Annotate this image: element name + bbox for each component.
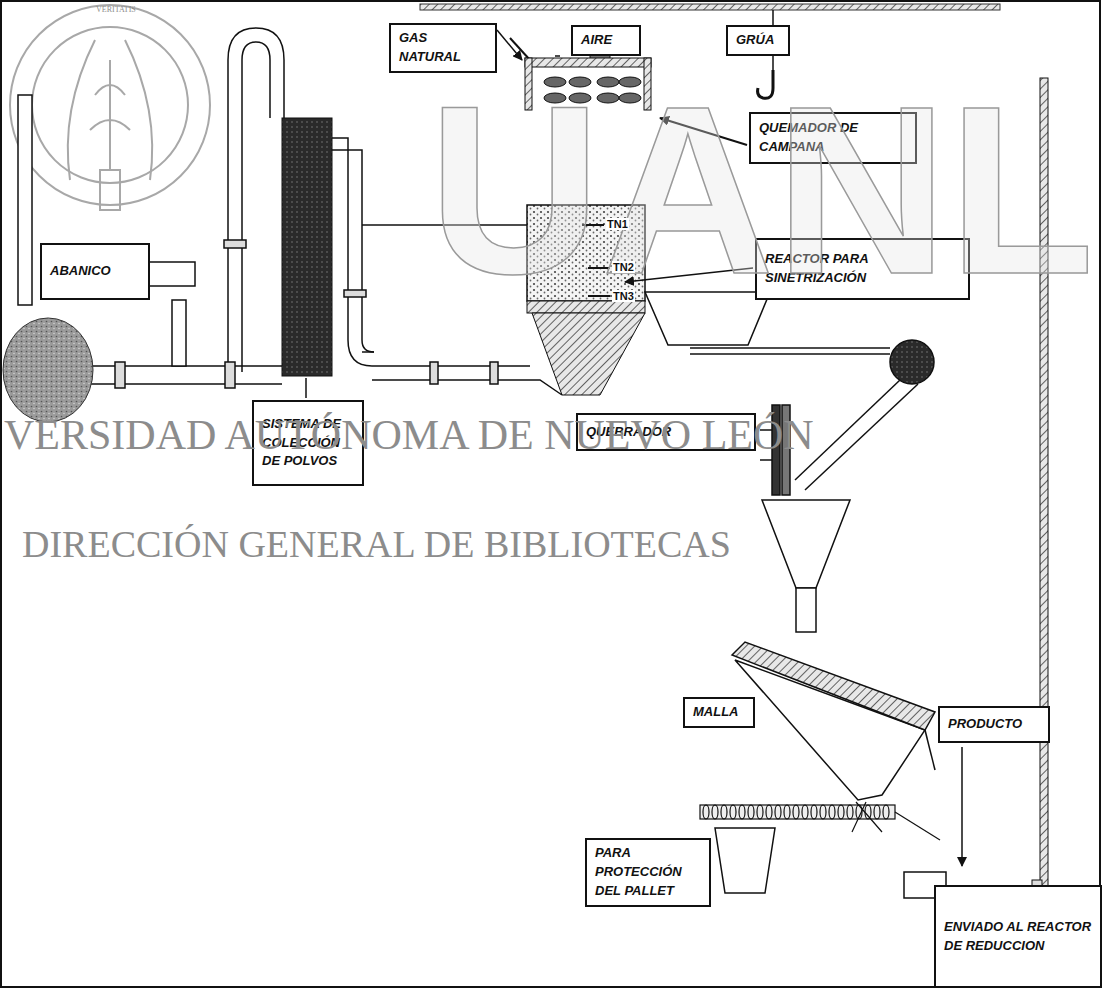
duct-part [332,150,374,352]
thermocouple-label: TN2 [612,261,635,273]
label-box: PRODUCTO [938,706,1050,743]
seal-watermark-part [100,170,120,210]
label-box: AIRE [571,25,641,56]
dust-collector [282,118,332,376]
box-label: GAS NATURAL [399,29,487,67]
screw-conveyor-part [838,805,844,819]
fan-blower [3,318,93,422]
screen-part [925,730,935,770]
duct-part [115,362,125,388]
crusher-part [890,340,934,384]
watermark-text: VERITATIS [96,6,136,14]
screen-part [732,642,935,730]
screw-conveyor-part [874,805,880,819]
label-box: ENVIADO AL REACTOR DE REDUCCION [934,885,1102,988]
box-label: PARA PROTECCIÓN DEL PALLET [595,844,701,901]
screw-conveyor-part [829,805,835,819]
seal-watermark [10,5,210,210]
screw-conveyor-part [802,805,808,819]
seal-watermark-part [10,5,210,205]
box-label: GRÚA [736,31,774,50]
duct-part [344,290,366,297]
watermark-text: DIRECCIÓN GENERAL DE BIBLIOTECAS [22,525,731,563]
duct-part [18,95,32,305]
screen [732,642,935,800]
label-box: ABANICO [40,243,150,300]
box-label: MALLA [693,703,739,722]
seal-watermark-part [32,27,188,183]
thermocouple-label: TN3 [612,290,635,302]
duct-part [372,380,562,395]
duct-part [228,28,284,372]
screw-conveyor-part [703,805,709,819]
duct-part [430,362,438,384]
screw-conveyor-part [895,812,940,840]
leader-line-part [497,30,522,60]
label-box: MALLA [683,697,755,728]
screw-conveyor-part [721,805,727,819]
leader-line-part [305,378,307,398]
box-label: ABANICO [50,262,111,281]
funnel-part [796,588,816,632]
watermark-text: VERSIDAD AUTÓNOMA DE NUEVO LEÓN [4,414,814,456]
pallet-bin [715,828,946,898]
screw-conveyor-part [775,805,781,819]
label-box: PARA PROTECCIÓN DEL PALLET [585,838,711,907]
duct-part [242,42,270,372]
seal-watermark-part [90,60,130,170]
crane-part [420,4,1000,10]
seal-watermark-part [68,40,152,180]
duct-part [172,300,186,366]
box-label: AIRE [581,31,612,50]
duct-part [145,262,195,286]
screw-conveyor-part [883,805,889,819]
crusher [645,292,934,495]
screw-conveyor-part [820,805,826,819]
screw-conveyor-part [793,805,799,819]
crusher-part [690,353,890,355]
screw-conveyor-part [852,802,882,832]
screw-conveyor-part [856,805,862,819]
duct-part [224,240,246,248]
box-label: ENVIADO AL REACTOR DE REDUCCION [944,918,1092,956]
label-box: GRÚA [726,25,790,56]
leader-line-part [961,747,963,866]
pallet-bin-part [715,828,775,893]
screw-conveyor-part [700,805,895,819]
crusher-part [805,384,918,490]
duct-part [362,351,374,353]
crusher-part [690,347,890,349]
box-label: PRODUCTO [948,715,1022,734]
bell-burner-part [525,58,651,67]
thermocouple-label: TN1 [606,218,629,230]
sintering-reactor-part [532,313,645,395]
screw-conveyor-part [784,805,790,819]
screw-conveyor-part [748,805,754,819]
screw-conveyor-part [847,805,853,819]
screw-conveyor-part [811,805,817,819]
watermark-text: UANL [428,70,1095,310]
duct-part [225,362,235,388]
funnel [762,500,850,632]
screw-conveyor-part [730,805,736,819]
duct-part [490,362,498,384]
screw-conveyor-part [757,805,763,819]
crusher-part [760,459,772,461]
screw-conveyor-part [865,805,871,819]
leader-line-part [555,55,560,57]
funnel-part [762,500,850,588]
label-box: GAS NATURAL [389,23,497,73]
screw-conveyor-part [766,805,772,819]
screw-conveyor-part [712,805,718,819]
screw-conveyor-part [739,805,745,819]
